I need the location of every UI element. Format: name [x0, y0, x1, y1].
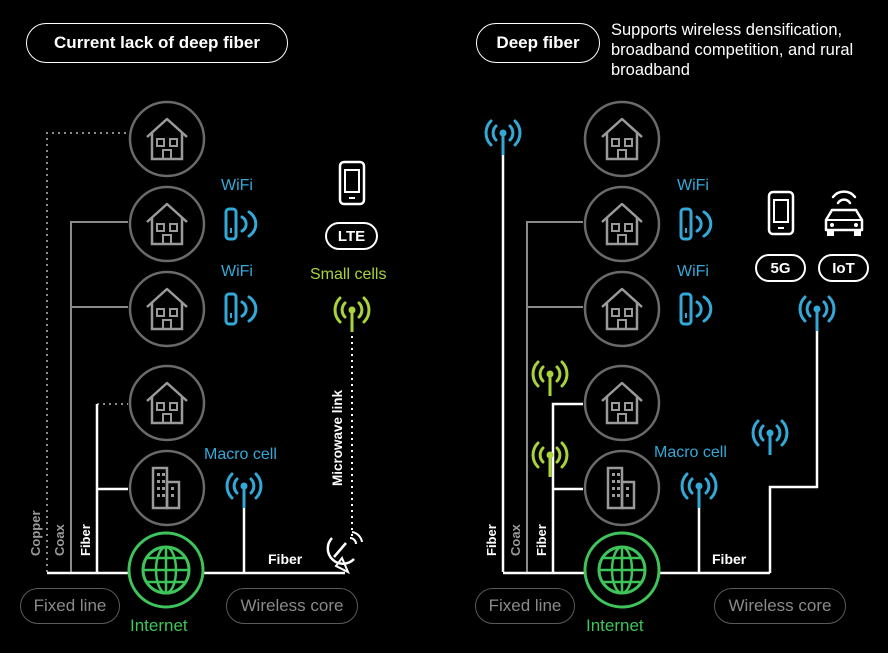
coax-label: Coax — [508, 524, 523, 556]
macro-cell-antenna-icon — [225, 472, 263, 510]
small-cell-antenna-icon — [531, 441, 569, 479]
iot-badge: IoT — [818, 254, 869, 282]
right-network-lines — [501, 150, 819, 575]
small-cells-label: Small cells — [310, 266, 387, 283]
5g-badge: 5G — [755, 254, 806, 282]
satellite-dish-icon — [326, 531, 363, 575]
fiber-label: Fiber — [78, 524, 93, 556]
internet-label: Internet — [586, 616, 644, 635]
fixed-line-label: Fixed line — [20, 588, 120, 624]
right-house-4 — [583, 364, 661, 442]
small-cell-antenna-icon — [798, 295, 836, 333]
right-house-2 — [583, 185, 661, 263]
left-house-1 — [128, 100, 206, 178]
copper-label: Copper — [28, 510, 43, 557]
globe-icon — [141, 545, 191, 595]
fiber-label: Fiber — [534, 524, 549, 556]
small-cell-antenna-icon — [531, 360, 569, 398]
wifi-label: WiFi — [221, 177, 253, 194]
lte-badge: LTE — [325, 222, 378, 250]
left-internet-globe — [127, 531, 205, 609]
fiber-label: Fiber — [712, 551, 747, 567]
car-icon — [824, 190, 864, 236]
globe-icon — [597, 545, 647, 595]
fixed-line-label: Fixed line — [475, 588, 575, 624]
coax-label: Coax — [52, 524, 67, 556]
macro-cell-label: Macro cell — [654, 444, 727, 461]
deep-fiber-note: Supports wireless densification, broadba… — [611, 21, 854, 79]
wifi-router-icon — [679, 292, 713, 326]
small-cell-antenna-icon — [751, 419, 789, 457]
left-panel-title: Current lack of deep fiber — [26, 23, 288, 63]
fiber-label: Fiber — [484, 524, 499, 556]
right-panel-title: Deep fiber — [476, 23, 600, 63]
antenna-icon — [484, 119, 522, 157]
wireless-core-label: Wireless core — [714, 588, 846, 624]
phone-icon — [767, 190, 795, 236]
microwave-link-label: Microwave link — [330, 389, 345, 486]
wifi-label: WiFi — [677, 263, 709, 280]
left-building — [128, 449, 206, 527]
wireless-core-label: Wireless core — [226, 588, 358, 624]
wifi-router-icon — [224, 292, 258, 326]
right-building — [583, 449, 661, 527]
small-cell-antenna-icon — [333, 296, 371, 334]
fiber-label: Fiber — [268, 551, 303, 567]
left-house-4 — [128, 364, 206, 442]
wifi-label: WiFi — [677, 177, 709, 194]
macro-cell-label: Macro cell — [204, 446, 277, 463]
right-internet-globe — [583, 531, 661, 609]
wifi-router-icon — [224, 207, 258, 241]
left-house-3 — [128, 270, 206, 348]
macro-cell-antenna-icon — [680, 472, 718, 510]
right-house-3 — [583, 270, 661, 348]
wifi-router-icon — [679, 207, 713, 241]
left-house-2 — [128, 185, 206, 263]
phone-icon — [338, 160, 366, 206]
wifi-label: WiFi — [221, 263, 253, 280]
right-house-1 — [583, 100, 661, 178]
internet-label: Internet — [130, 616, 188, 635]
